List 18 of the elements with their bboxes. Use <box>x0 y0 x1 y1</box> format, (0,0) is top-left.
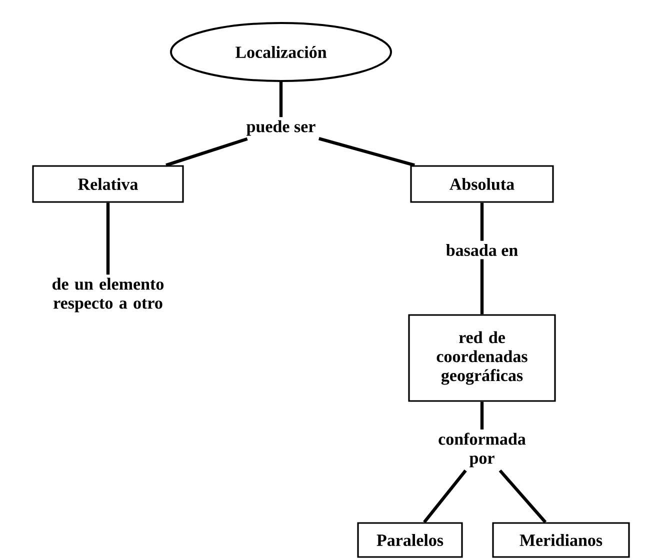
connector-line <box>106 202 110 275</box>
connector-line <box>480 259 484 314</box>
connector-line <box>498 469 547 524</box>
connector-line <box>423 470 467 524</box>
concept-box: Meridianos <box>492 522 630 558</box>
concept-box: Relativa <box>32 165 184 203</box>
connector-line <box>279 82 283 118</box>
linking-phrase: puede ser <box>246 120 316 136</box>
connector-line <box>318 137 415 167</box>
concept-box: red de coordenadas geográficas <box>408 314 556 402</box>
linking-phrase: de un elemento respecto a otro <box>52 278 164 312</box>
linking-phrase: conformada por <box>438 432 526 468</box>
concept-box: Absoluta <box>410 165 554 203</box>
connector-line <box>480 402 484 430</box>
linking-phrase: basada en <box>446 244 518 256</box>
concept-box: Paralelos <box>357 522 463 558</box>
connector-line <box>166 137 248 167</box>
connector-line <box>480 202 484 241</box>
